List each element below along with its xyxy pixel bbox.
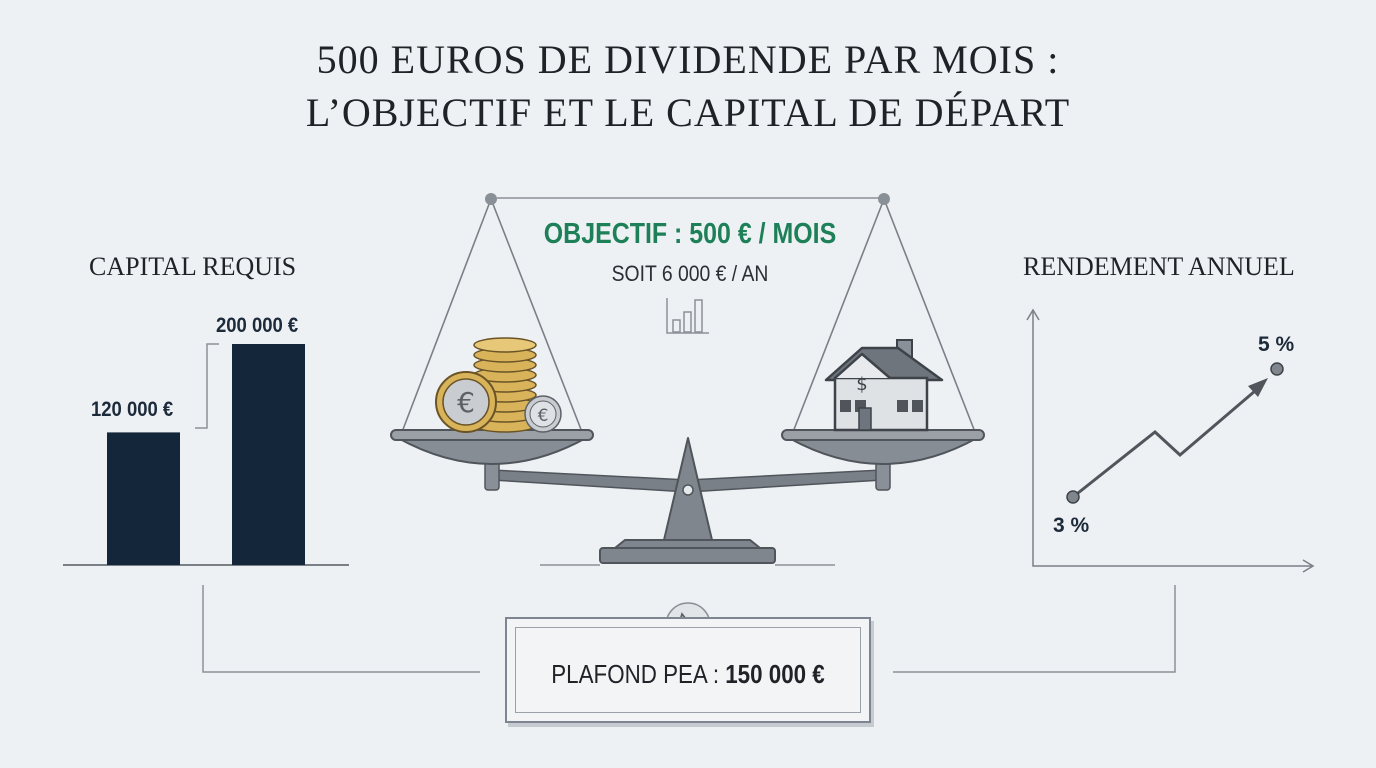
capital-bar-120000 — [107, 432, 180, 565]
rendement-line — [1072, 383, 1263, 499]
objective-sub: SOIT 6 000 € / AN — [611, 261, 769, 286]
bar-chart-icon — [666, 298, 709, 334]
objective-main: OBJECTIF : 500 € / MOIS — [543, 218, 837, 250]
capital-bar-200000 — [232, 344, 305, 565]
bar-bracket — [195, 343, 219, 429]
pea-value: 150 000 € — [725, 659, 825, 689]
rendement-start-label: 3 % — [1053, 514, 1090, 537]
svg-text:$: $ — [856, 374, 867, 395]
rendement-end-point — [1270, 362, 1284, 376]
left-pan — [390, 429, 594, 465]
capital-bar-label-200000: 200 000 € — [216, 314, 299, 337]
pea-box: PLAFOND PEA : 150 000 € — [505, 617, 871, 723]
pea-box-inner-border — [515, 627, 861, 713]
rendement-label: RENDEMENT ANNUEL — [1023, 252, 1295, 281]
pea-text: PLAFOND PEA : 150 000 € — [532, 659, 843, 690]
right-pan — [781, 429, 985, 465]
house-dollar-icon: $ — [824, 339, 944, 432]
capital-bar-chart — [63, 343, 349, 566]
page-title-line-2: L’OBJECTIF ET LE CAPITAL DE DÉPART — [305, 90, 1071, 135]
page-title-line-1: 500 EUROS DE DIVIDENDE PAR MOIS : — [316, 37, 1060, 82]
coin-top — [473, 337, 537, 353]
svg-text:€: € — [538, 406, 549, 426]
capital-label: CAPITAL REQUIS — [89, 252, 297, 281]
connector-lines — [202, 197, 1176, 673]
balance-scale: € € $ — [390, 193, 985, 564]
svg-text:€: € — [457, 386, 475, 419]
capital-bar-label-120000: 120 000 € — [91, 398, 174, 421]
pea-prefix: PLAFOND PEA : — [551, 659, 726, 689]
rendement-chart — [1026, 308, 1315, 573]
euro-coins-icon: € € — [435, 337, 562, 433]
rendement-end-label: 5 % — [1258, 333, 1295, 356]
rendement-start-point — [1066, 490, 1080, 504]
